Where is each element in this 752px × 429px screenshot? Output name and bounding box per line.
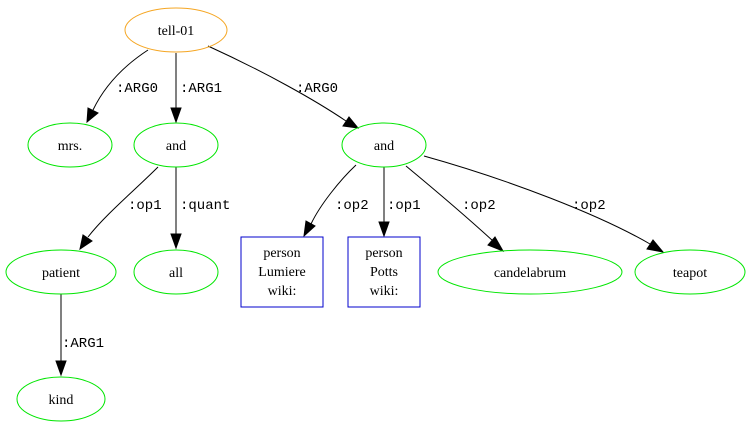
edge-patient-kind: :ARG1 — [55, 294, 104, 377]
node-all: all — [133, 249, 219, 295]
node-line: Lumiere — [258, 265, 305, 280]
node-patient: patient — [5, 249, 117, 295]
edge-and2-candelabrum: :op2 — [405, 165, 505, 252]
edge-label-op2: :op2 — [335, 198, 369, 214]
node-label: mrs. — [58, 139, 83, 154]
node-teapot: teapot — [634, 249, 746, 295]
node-label: teapot — [673, 266, 707, 281]
edge-label-arg0: :ARG0 — [116, 81, 158, 97]
edge-label-arg1: :ARG1 — [180, 81, 222, 97]
edge-and2-teapot: :op2 — [423, 155, 665, 253]
node-kind: kind — [16, 376, 106, 422]
node-line: wiki: — [268, 284, 297, 299]
node-line: person — [365, 246, 402, 261]
node-and: and — [133, 122, 219, 168]
node-label: all — [169, 266, 183, 281]
node-candelabrum: candelabrum — [437, 249, 623, 295]
node-person-potts: person Potts wiki: — [347, 236, 421, 308]
node-label: kind — [49, 393, 74, 408]
edge-label-arg0: :ARG0 — [296, 81, 338, 97]
node-line: Potts — [370, 265, 398, 280]
node-line: person — [263, 246, 300, 261]
edge-and1-all: :quant — [170, 167, 230, 250]
edge-tell01-and2: :ARG0 — [207, 45, 360, 129]
edge-label-quant: :quant — [180, 198, 230, 214]
edge-and1-patient: :op1 — [79, 166, 162, 251]
node-label: and — [374, 139, 394, 154]
node-mrs: mrs. — [27, 122, 113, 168]
node-label: candelabrum — [494, 266, 566, 281]
node-line: wiki: — [370, 284, 399, 299]
edge-label-op2: :op2 — [572, 198, 606, 214]
node-person-lumiere: person Lumiere wiki: — [240, 236, 324, 308]
node-label: tell-01 — [158, 24, 195, 39]
node-tell-01: tell-01 — [124, 7, 228, 53]
edge-and2-lumiere: :op2 — [303, 164, 369, 238]
edge-label-op1: :op1 — [387, 198, 421, 214]
node-label: and — [166, 139, 186, 154]
edge-label-op1: :op1 — [128, 198, 162, 214]
edge-label-op2: :op2 — [462, 198, 496, 214]
edge-tell01-mrs: :ARG0 — [86, 49, 158, 124]
node-label: patient — [42, 266, 80, 281]
edge-and2-potts: :op1 — [378, 167, 421, 238]
edge-label-arg1: :ARG1 — [62, 336, 104, 352]
edge-tell01-and1: :ARG1 — [170, 53, 222, 124]
node-and: and — [341, 122, 427, 168]
